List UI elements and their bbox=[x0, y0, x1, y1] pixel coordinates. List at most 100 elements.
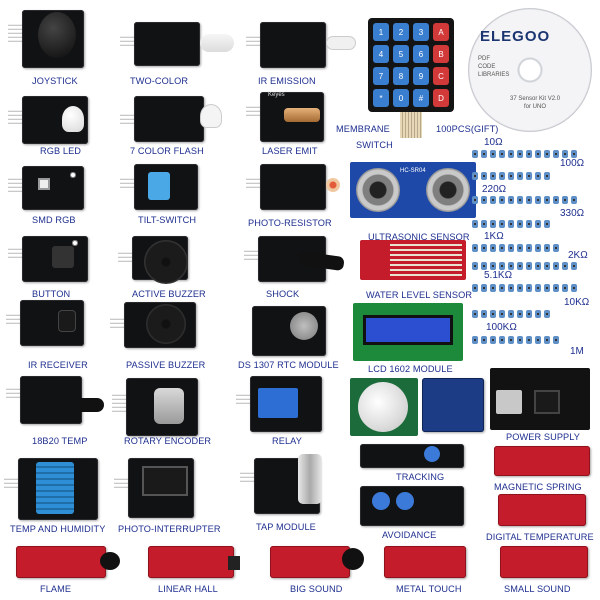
label-tilt-switch: TILT-SWITCH bbox=[138, 215, 197, 225]
resistor bbox=[517, 196, 523, 204]
resistor bbox=[472, 150, 478, 158]
label-temp-humidity: TEMP AND HUMIDITY bbox=[10, 524, 106, 534]
relay-block bbox=[258, 388, 298, 418]
resistor bbox=[526, 196, 532, 204]
resistor bbox=[508, 244, 514, 252]
ultrasonic-transmitter bbox=[356, 168, 400, 212]
resistor bbox=[571, 284, 577, 292]
resistor bbox=[499, 336, 505, 344]
keyes-mark: Keyes bbox=[268, 92, 285, 98]
lcd-1602 bbox=[353, 303, 463, 361]
resistor bbox=[544, 196, 550, 204]
resistor bbox=[481, 172, 487, 180]
resistor bbox=[553, 196, 559, 204]
cd-line-code: CODE bbox=[478, 64, 496, 70]
resistor bbox=[553, 336, 559, 344]
resistor bbox=[571, 262, 577, 270]
resistor bbox=[562, 196, 568, 204]
lcd-screen bbox=[363, 315, 453, 345]
photo-resistor bbox=[326, 178, 340, 192]
resistor bbox=[535, 284, 541, 292]
key-star: * bbox=[373, 89, 389, 107]
label-18b20: 18B20 TEMP bbox=[32, 436, 88, 446]
interrupter-slot bbox=[142, 466, 188, 496]
key-8: 8 bbox=[393, 67, 409, 85]
flame-sensor-diode bbox=[100, 552, 120, 570]
label-shock: SHOCK bbox=[266, 289, 300, 299]
label-passive-buzzer: PASSIVE BUZZER bbox=[126, 360, 206, 370]
smd-led bbox=[38, 178, 50, 190]
blue-sensor-board bbox=[422, 378, 484, 432]
resistor bbox=[481, 262, 487, 270]
resistor bbox=[517, 220, 523, 228]
resistor bbox=[562, 150, 568, 158]
resistor bbox=[499, 150, 505, 158]
resistor bbox=[517, 172, 523, 180]
resistor bbox=[526, 244, 532, 252]
resistor bbox=[526, 220, 532, 228]
label-two-color: TWO-COLOR bbox=[130, 76, 189, 86]
resistor-row bbox=[472, 262, 584, 270]
temp-sensor-probe bbox=[80, 398, 104, 412]
resistor-row bbox=[472, 196, 584, 204]
resistor bbox=[526, 310, 532, 318]
avoidance-pot-1 bbox=[372, 492, 390, 510]
pushbutton bbox=[52, 246, 74, 268]
tilt-sensor bbox=[148, 172, 170, 200]
resistor bbox=[517, 244, 523, 252]
water-level-sensor bbox=[360, 240, 466, 280]
resistor bbox=[571, 150, 577, 158]
key-a: A bbox=[433, 23, 449, 41]
resistor bbox=[526, 336, 532, 344]
coin-battery bbox=[290, 312, 318, 340]
resistor bbox=[499, 284, 505, 292]
label-active-buzzer: ACTIVE BUZZER bbox=[132, 289, 206, 299]
resistor bbox=[508, 262, 514, 270]
cd-line-kit: 37 Sensor Kit V2.0 bbox=[510, 96, 561, 102]
label-resistor-gift: 100PCS(GIFT) bbox=[436, 124, 499, 134]
resistor bbox=[544, 262, 550, 270]
resistor bbox=[499, 262, 505, 270]
resistor bbox=[490, 172, 496, 180]
key-9: 9 bbox=[413, 67, 429, 85]
label-membrane: MEMBRANE bbox=[336, 124, 390, 134]
passive-buzzer bbox=[146, 304, 186, 344]
resistor bbox=[562, 262, 568, 270]
resistor-row bbox=[472, 150, 584, 158]
ohm-2k: 2KΩ bbox=[568, 250, 588, 261]
resistor bbox=[490, 220, 496, 228]
label-laser-emit: LASER EMIT bbox=[262, 146, 318, 156]
resistor bbox=[472, 310, 478, 318]
label-rotary-encoder: ROTARY ENCODER bbox=[124, 436, 212, 446]
key-c: C bbox=[433, 67, 449, 85]
resistor bbox=[490, 284, 496, 292]
label-small-sound: SMALL SOUND bbox=[504, 584, 571, 594]
label-switch: SWITCH bbox=[356, 140, 393, 150]
resistor bbox=[490, 262, 496, 270]
keypad-ribbon-cable bbox=[400, 112, 422, 138]
ultrasonic-receiver bbox=[426, 168, 470, 212]
cd-line-libraries: LIBRARIES bbox=[478, 72, 510, 78]
resistor bbox=[535, 262, 541, 270]
rgb-led-bulb bbox=[62, 106, 84, 132]
resistor-row bbox=[472, 284, 584, 292]
resistor bbox=[535, 172, 541, 180]
resistor bbox=[490, 196, 496, 204]
resistor bbox=[535, 196, 541, 204]
hall-sensor bbox=[228, 556, 240, 570]
resistor bbox=[517, 310, 523, 318]
resistor-row bbox=[472, 336, 566, 344]
resistor bbox=[535, 150, 541, 158]
ir-led bbox=[326, 36, 356, 50]
resistor bbox=[517, 336, 523, 344]
membrane-keypad: 1 2 3 A 4 5 6 B 7 8 9 C * 0 # D bbox=[368, 18, 454, 112]
resistor bbox=[535, 310, 541, 318]
ultrasonic-sensor: HC-SR04 bbox=[350, 162, 476, 218]
ohm-1m: 1M bbox=[570, 346, 584, 357]
resistor bbox=[508, 284, 514, 292]
resistor bbox=[472, 220, 478, 228]
two-color-led bbox=[200, 34, 234, 52]
header-pins bbox=[8, 22, 22, 44]
rotary-knob bbox=[154, 388, 184, 424]
key-6: 6 bbox=[413, 45, 429, 63]
